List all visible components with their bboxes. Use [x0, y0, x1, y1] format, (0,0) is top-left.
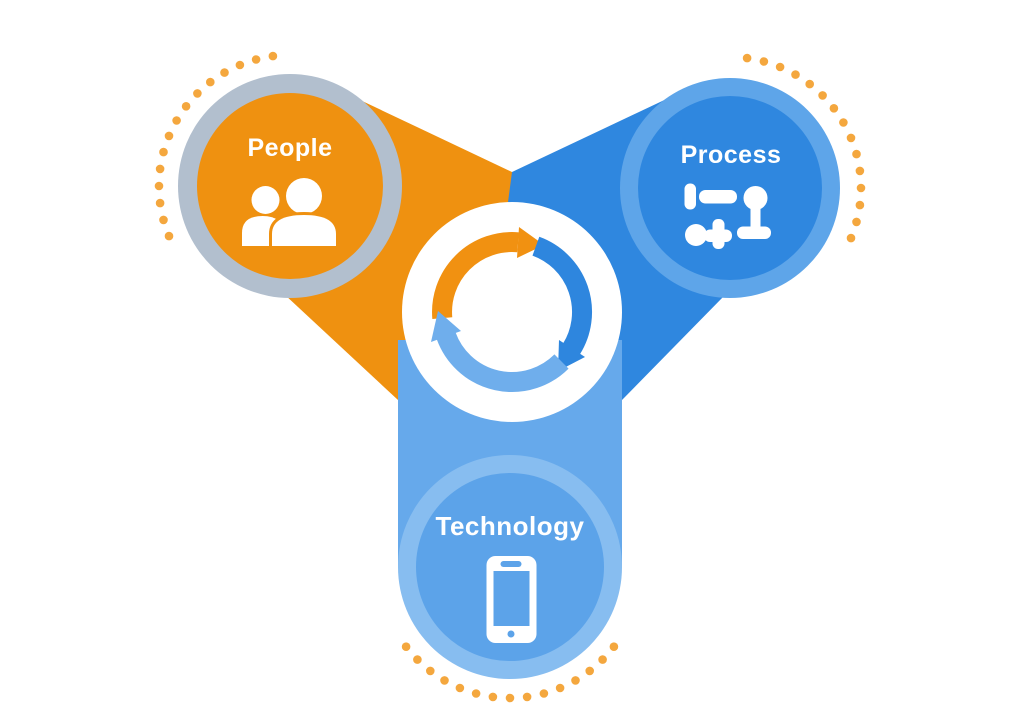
accent-dot	[220, 68, 229, 77]
accent-dot	[401, 642, 411, 651]
accent-dot	[805, 79, 814, 89]
accent-dot	[839, 118, 848, 127]
smartphone-screen	[493, 571, 530, 626]
cycle-arc-lightblue	[436, 332, 569, 392]
accent-dot	[235, 60, 245, 70]
accent-dot	[505, 693, 515, 703]
cycle-arrowhead-orange	[517, 227, 544, 258]
accent-dot	[155, 164, 165, 174]
accent-dot	[555, 683, 565, 693]
accent-dot	[471, 689, 481, 698]
accent-dot	[856, 183, 866, 193]
process-icon-cross-bar	[712, 219, 725, 249]
process-icon-left-bar	[684, 183, 696, 210]
accent-dot	[251, 55, 261, 64]
accent-dot	[609, 642, 619, 651]
process-flow-icon	[684, 183, 771, 249]
process-icon-bottom-right-pill	[737, 226, 771, 239]
accent-dot	[846, 133, 856, 143]
accent-dot	[159, 215, 168, 225]
cycle-arc-blue	[532, 236, 592, 355]
accent-dot	[154, 181, 164, 191]
people-icon-back-head	[251, 186, 280, 214]
accent-dot	[775, 62, 785, 72]
process-label: Process	[681, 141, 782, 169]
accent-dot	[598, 655, 607, 664]
accent-dot	[413, 655, 422, 664]
accent-dot	[164, 231, 174, 241]
people-icon	[242, 175, 339, 249]
accent-dot	[206, 77, 215, 87]
smartphone-speaker	[500, 561, 522, 567]
accent-dot	[426, 666, 435, 676]
accent-dot	[155, 198, 165, 208]
accent-dot	[791, 70, 800, 79]
people-icon-front-body	[269, 212, 339, 249]
accent-dot	[855, 200, 865, 210]
accent-dot	[193, 89, 202, 98]
accent-dot	[846, 233, 856, 243]
accent-dot	[159, 147, 168, 157]
accent-dot	[268, 51, 278, 61]
accent-dot	[172, 116, 181, 125]
accent-dot	[759, 57, 769, 66]
people-icon-front-head	[283, 175, 325, 217]
process-icon-connector	[750, 204, 761, 232]
technology-label: Technology	[436, 511, 585, 541]
accent-dot	[829, 104, 839, 113]
accent-dot	[539, 689, 549, 698]
accent-dot	[164, 131, 174, 141]
accent-dot	[455, 683, 465, 693]
accent-dot	[585, 666, 594, 676]
smartphone-home-button	[507, 630, 515, 638]
accent-dot	[852, 149, 861, 159]
accent-dot	[488, 692, 498, 702]
process-icon-bottom-node	[685, 224, 707, 246]
cycle-arc-orange	[432, 232, 519, 319]
accent-dot	[818, 91, 827, 100]
process-node-circle	[638, 96, 822, 280]
accent-dot	[852, 217, 861, 227]
dotted-arc-decoration	[154, 51, 866, 703]
cycle-arrowhead-blue	[558, 340, 585, 371]
accent-dot	[181, 102, 191, 111]
accent-dot	[440, 676, 449, 685]
cycle-arrowhead-lightblue	[431, 311, 461, 342]
accent-dot	[742, 53, 752, 63]
process-icon-top-pill	[699, 190, 737, 204]
accent-dot	[855, 166, 865, 176]
smartphone-icon	[486, 556, 537, 643]
cycle-arrows-icon	[431, 227, 592, 392]
accent-dot	[522, 692, 532, 702]
people-label: People	[248, 134, 333, 162]
accent-dot	[571, 676, 580, 685]
process-icon-top-node	[743, 186, 768, 210]
